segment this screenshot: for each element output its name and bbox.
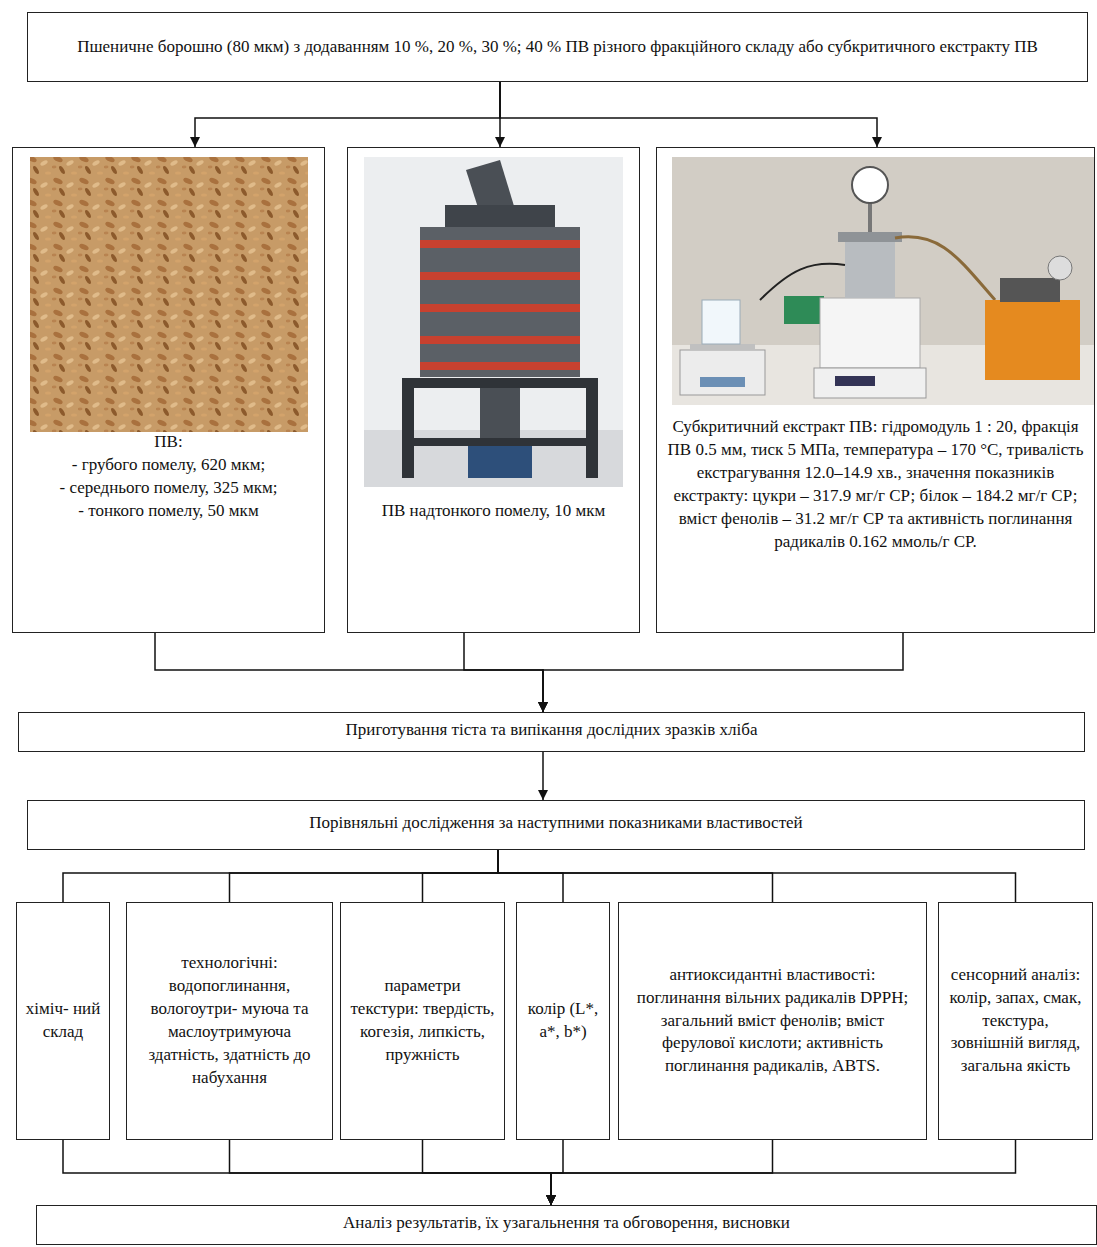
lab-balance: [680, 350, 765, 395]
flow-connector: [195, 82, 500, 147]
lab-balance-pan: [690, 344, 755, 350]
lab-photo-bg: [672, 157, 1095, 405]
box-text: технологічні: водопоглинання, вологоутри…: [135, 952, 324, 1090]
material-box: ПВ надтонкого помелу, 10 мкм: [347, 147, 640, 633]
box-text: колір (L*, a*, b*): [525, 998, 601, 1044]
lab-vessel-lid: [838, 232, 902, 242]
lab-balance-display: [700, 377, 745, 387]
mill-band: [420, 240, 580, 248]
lab-cable: [760, 264, 845, 300]
lab-gauge: [852, 167, 888, 203]
flow-connector: [423, 1140, 552, 1205]
result-box: Аналіз результатів, їх узагальнення та о…: [36, 1205, 1097, 1245]
box-text: - середнього помелу, 325 мкм;: [60, 477, 278, 500]
lab-stirrer: [814, 368, 926, 398]
mill-leg: [586, 378, 598, 478]
mill-photo-bg: [364, 157, 623, 487]
box-text: Субкритичний екстракт ПВ: гідромодуль 1 …: [665, 416, 1086, 554]
material-box: ПВ:- грубого помелу, 620 мкм;- середньог…: [12, 147, 325, 633]
lab-pump-motor: [1000, 278, 1060, 302]
flow-connector: [464, 633, 543, 712]
mill-frame: [402, 438, 598, 446]
property-box: хіміч- ний склад: [16, 902, 110, 1140]
box-text: ПВ надтонкого помелу, 10 мкм: [382, 500, 606, 523]
flow-connector: [543, 633, 903, 712]
lab-pump-gauge: [1048, 256, 1072, 280]
lab-vessel: [845, 240, 895, 298]
flow-connector: [498, 850, 1016, 902]
box-text: Приготування тіста та випікання дослідни…: [346, 719, 758, 742]
property-box: колір (L*, a*, b*): [516, 902, 610, 1140]
lab-pump: [985, 300, 1080, 380]
mill-band: [420, 304, 580, 312]
mill-motor: [468, 446, 532, 478]
mill-band: [420, 362, 580, 370]
flow-connector: [498, 850, 563, 902]
mill-body: [420, 227, 580, 377]
property-box: параметри текстури: твердість, когезія, …: [340, 902, 505, 1140]
property-box: антиоксидантні властивості: поглинання в…: [618, 902, 927, 1140]
bran-photo: [30, 157, 308, 432]
flow-connector: [63, 850, 498, 902]
lab-stirrer-display: [835, 376, 875, 386]
process-box: Порівняльні дослідження за наступними по…: [27, 800, 1085, 850]
flow-connector: [230, 850, 499, 902]
flow-connector: [498, 850, 773, 902]
flow-connector: [542, 752, 544, 800]
box-text: сенсорний аналіз: колір, запах, смак, те…: [947, 964, 1084, 1079]
box-text: Аналіз результатів, їх узагальнення та о…: [343, 1212, 790, 1235]
flow-connector: [230, 1140, 552, 1205]
mill-cap: [445, 205, 555, 227]
input-box: Пшеничне борошно (80 мкм) з додаванням 1…: [27, 12, 1088, 82]
lab-beaker: [702, 300, 740, 344]
process-box: Приготування тіста та випікання дослідни…: [18, 712, 1085, 752]
lab-reactor-housing: [820, 298, 920, 368]
lab-circuit: [784, 296, 824, 324]
box-text: антиоксидантні властивості: поглинання в…: [627, 964, 918, 1079]
box-text: - тонкого помелу, 50 мкм: [78, 500, 258, 523]
mill-frame: [402, 378, 598, 388]
box-text: Пшеничне борошно (80 мкм) з додаванням 1…: [77, 36, 1038, 59]
box-text: Порівняльні дослідження за наступними по…: [309, 812, 802, 835]
mill-column: [480, 388, 520, 438]
flow-connector: [551, 1140, 1016, 1205]
box-text: - грубого помелу, 620 мкм;: [72, 454, 266, 477]
box-text: параметри текстури: твердість, когезія, …: [349, 975, 496, 1067]
material-box: Субкритичний екстракт ПВ: гідромодуль 1 …: [656, 147, 1095, 633]
box-text: ПВ:: [154, 431, 182, 454]
bran-texture: [30, 157, 308, 432]
property-box: сенсорний аналіз: колір, запах, смак, те…: [938, 902, 1093, 1140]
lab-pipe: [868, 203, 872, 232]
flow-connector: [500, 82, 877, 147]
flow-connector: [63, 1140, 551, 1205]
box-text: хіміч- ний склад: [25, 998, 101, 1044]
mill-leg: [402, 378, 414, 478]
mill-band: [420, 336, 580, 344]
mill-band: [420, 272, 580, 280]
flow-connector: [423, 850, 499, 902]
property-box: технологічні: водопоглинання, вологоутри…: [126, 902, 333, 1140]
lab-tube: [895, 237, 995, 300]
flow-connector: [155, 633, 543, 712]
